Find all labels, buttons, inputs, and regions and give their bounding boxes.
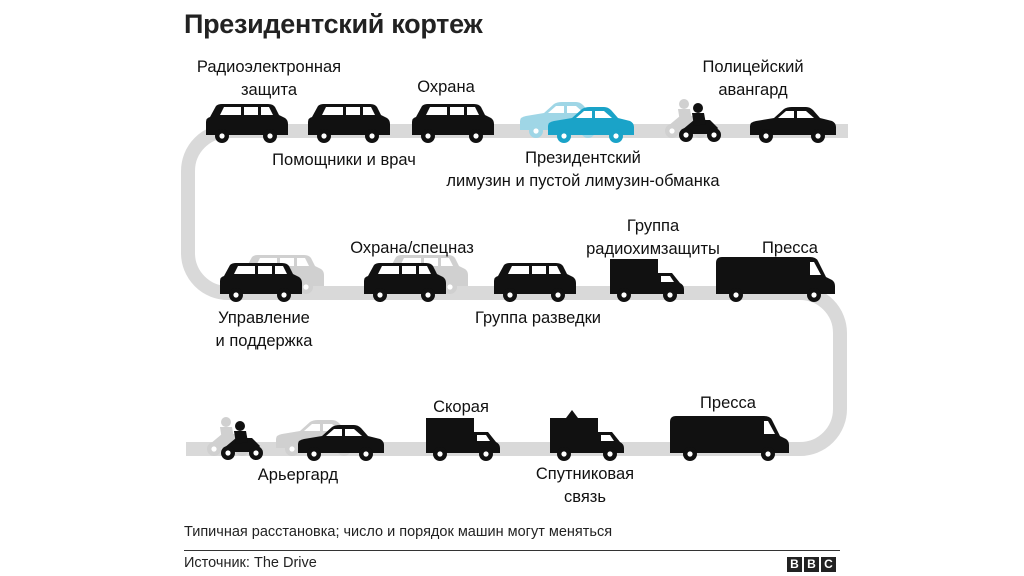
label-satcom: Спутниковая связь — [535, 465, 635, 506]
bbc-logo-letter: C — [821, 557, 836, 572]
satellite-dish-icon — [566, 410, 578, 418]
bbc-logo-letter: B — [804, 557, 819, 572]
label-police: Полицейский авангард — [702, 58, 804, 99]
label-hazmat: Группа радиохимзащиты — [586, 217, 720, 258]
bbc-logo: B B C — [787, 557, 836, 572]
bbc-logo-letter: B — [787, 557, 802, 572]
divider — [184, 550, 840, 551]
label-press-bottom: Пресса — [700, 394, 756, 412]
label-control: Управление и поддержка — [215, 309, 313, 350]
footnote: Типичная расстановка; число и порядок ма… — [184, 524, 613, 540]
label-recon: Группа разведки — [474, 309, 602, 327]
label-ambulance: Скорая — [433, 398, 489, 416]
source-credit: Источник: The Drive — [184, 555, 317, 571]
label-limo: Президентский лимузин и пустой лимузин-о… — [446, 149, 720, 190]
label-security-top: Охрана — [417, 78, 475, 96]
label-ewar: Радиоэлектронная защита — [196, 58, 342, 99]
label-aides: Помощники и врач — [272, 151, 416, 169]
label-press-mid: Пресса — [762, 239, 818, 257]
label-rearguard: Арьергард — [257, 466, 339, 484]
page-title: Президентский кортеж — [184, 9, 483, 39]
label-security-swat: Охрана/спецназ — [350, 239, 474, 257]
